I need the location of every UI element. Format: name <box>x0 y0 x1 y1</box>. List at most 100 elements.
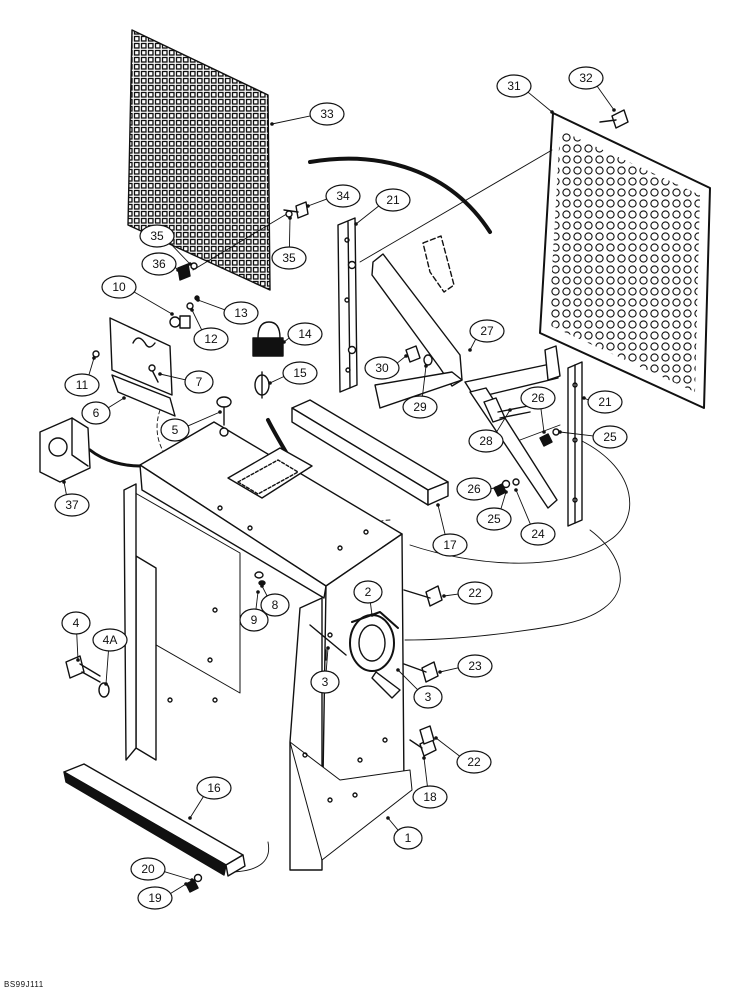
callout-arrowhead <box>76 658 80 662</box>
callout-balloon <box>282 361 318 385</box>
callout-balloon <box>139 224 175 248</box>
callout-arrowhead <box>268 381 272 385</box>
callout-27: 27 <box>468 319 505 352</box>
callout-number: 7 <box>196 375 203 389</box>
callout-balloon <box>476 507 512 531</box>
callout-15: 15 <box>268 361 318 385</box>
callout-balloon <box>412 785 448 809</box>
callout-balloon <box>196 776 232 800</box>
callout-arrowhead <box>190 878 194 882</box>
lock-pin <box>254 371 270 399</box>
callout-balloon <box>587 390 623 414</box>
callout-number: 21 <box>598 395 612 409</box>
callout-7: 7 <box>158 370 214 394</box>
callout-arrowhead <box>256 590 260 594</box>
callout-arrowhead <box>282 340 286 344</box>
callout-balloon <box>223 301 259 325</box>
callout-leader <box>369 602 373 616</box>
callout-balloon <box>193 327 229 351</box>
callout-35: 35 <box>139 224 192 266</box>
callout-35: 35 <box>271 216 307 270</box>
callout-23: 23 <box>438 654 493 678</box>
callout-leader <box>422 365 427 397</box>
callout-leader <box>439 667 459 673</box>
callout-leader <box>108 397 125 409</box>
callout-leader <box>307 198 327 207</box>
bearing-housing <box>349 611 401 699</box>
callout-arrowhead <box>184 882 188 886</box>
callout-arrowhead <box>92 356 96 360</box>
callout-leader <box>355 205 380 225</box>
callout-arrowhead <box>218 410 222 414</box>
callout-leader <box>396 355 407 364</box>
callout-8: 8 <box>260 584 290 617</box>
callout-balloon <box>54 493 90 517</box>
callout-balloon <box>402 395 438 419</box>
callout-number: 35 <box>150 229 164 243</box>
callout-21: 21 <box>582 390 623 414</box>
callout-leader <box>261 585 268 597</box>
callout-arrowhead <box>196 298 200 302</box>
upper-support-arm <box>371 235 463 409</box>
callout-2: 2 <box>353 580 383 617</box>
callout-balloon <box>271 246 307 270</box>
callout-balloon <box>353 580 383 604</box>
callout-number: 11 <box>76 378 89 392</box>
callout-leader <box>63 481 67 495</box>
right-vertical-bracket <box>567 361 583 527</box>
callout-arrowhead <box>176 268 180 272</box>
callout-number: 3 <box>425 690 432 704</box>
callout-leader <box>197 299 225 311</box>
callout-number: 8 <box>272 598 279 612</box>
callout-arrowhead <box>104 682 108 686</box>
callout-36: 36 <box>141 252 180 276</box>
callout-number: 25 <box>487 512 501 526</box>
callout-19: 19 <box>137 882 188 910</box>
callout-leader <box>559 431 594 437</box>
callout-26: 26 <box>520 386 556 434</box>
callout-number: 4 <box>73 616 80 630</box>
callout-balloon <box>520 386 556 410</box>
callout-arrowhead <box>438 670 442 674</box>
callout-12: 12 <box>190 308 229 351</box>
callout-number: 14 <box>298 327 312 341</box>
callout-number: 22 <box>467 755 481 769</box>
callout-21: 21 <box>354 188 411 226</box>
callout-leader <box>164 871 193 881</box>
callout-arrowhead <box>190 308 194 312</box>
bearing-block <box>39 417 91 483</box>
callout-number: 18 <box>423 790 437 804</box>
square-tube <box>291 399 449 506</box>
callout-balloon <box>260 593 290 617</box>
callout-37: 37 <box>54 480 90 517</box>
callout-leader <box>189 796 204 819</box>
callout-balloon <box>432 533 468 557</box>
callout-number: 34 <box>336 189 350 203</box>
callout-number: 17 <box>443 538 457 552</box>
callout-balloon <box>457 581 493 605</box>
callout-leader <box>169 242 191 265</box>
callout-9: 9 <box>239 590 269 632</box>
callout-arrowhead <box>370 613 374 617</box>
callout-balloon <box>496 74 532 98</box>
callout-balloon <box>520 522 556 546</box>
callout-arrowhead <box>170 312 174 316</box>
callout-leader <box>437 504 446 535</box>
callout-number: 13 <box>234 306 248 320</box>
callout-number: 21 <box>386 193 400 207</box>
callout-number: 6 <box>93 406 100 420</box>
callout-number: 24 <box>531 527 545 541</box>
callout-arrowhead <box>550 110 554 114</box>
callout-balloon <box>469 319 505 343</box>
callout-number: 2 <box>365 585 372 599</box>
callout-leader <box>105 650 109 685</box>
callout-22: 22 <box>442 581 493 605</box>
callout-3: 3 <box>310 646 340 694</box>
callout-arrowhead <box>354 222 358 226</box>
callout-number: 12 <box>204 332 218 346</box>
callout-arrowhead <box>494 486 498 490</box>
callout-number: 3 <box>322 675 329 689</box>
callout-balloon <box>375 188 411 212</box>
callout-number: 19 <box>148 891 162 905</box>
